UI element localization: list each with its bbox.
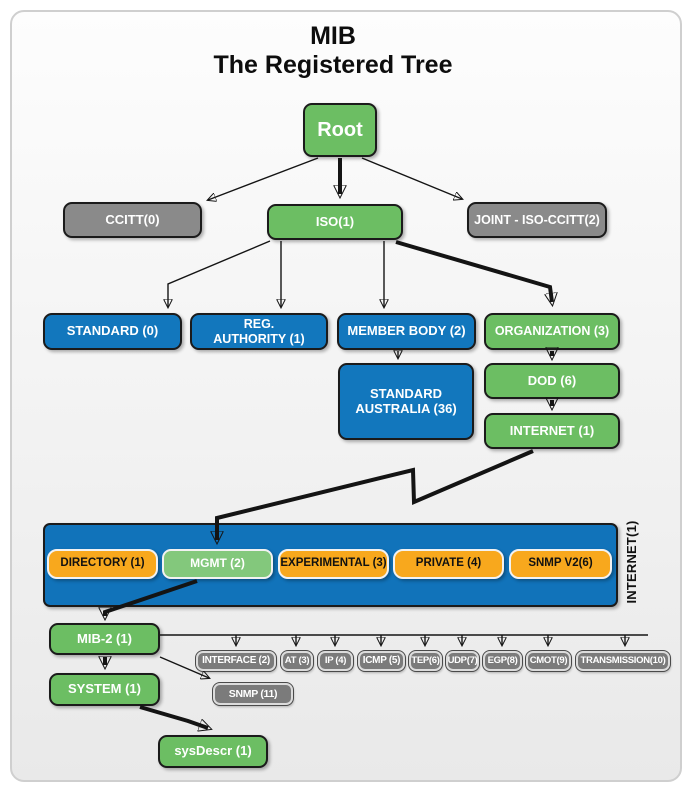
node-snmp: SNMP (11) [213, 683, 293, 705]
diagram-title: MIB The Registered Tree [0, 22, 666, 80]
node-standard: STANDARD (0) [43, 313, 182, 350]
internet-container-label: INTERNET(1) [624, 520, 639, 604]
node-mgmt: MGMT (2) [162, 549, 273, 579]
node-interface: INTERFACE (2) [196, 651, 276, 671]
node-reg-authority: REG. AUTHORITY (1) [190, 313, 328, 350]
node-root: Root [303, 103, 377, 157]
title-line-2: The Registered Tree [213, 51, 453, 79]
node-at: AT (3) [281, 651, 313, 671]
node-sysdescr: sysDescr (1) [158, 735, 268, 768]
node-mib2: MIB-2 (1) [49, 623, 160, 655]
node-experimental: EXPERIMENTAL (3) [278, 549, 389, 579]
node-dod: DOD (6) [484, 363, 620, 399]
node-udp: UDP(7) [446, 651, 479, 671]
node-directory: DIRECTORY (1) [47, 549, 158, 579]
node-iso: ISO(1) [267, 204, 403, 240]
node-cmot: CMOT(9) [526, 651, 571, 671]
title-line-1: MIB [310, 22, 356, 50]
node-tep: TEP(6) [409, 651, 442, 671]
node-ip: IP (4) [318, 651, 353, 671]
node-snmp-v2: SNMP V2(6) [509, 549, 612, 579]
node-transmission: TRANSMISSION(10) [576, 651, 670, 671]
node-system: SYSTEM (1) [49, 673, 160, 706]
node-egp: EGP(8) [483, 651, 522, 671]
node-internet: INTERNET (1) [484, 413, 620, 449]
node-standard-australia: STANDARD AUSTRALIA (36) [338, 363, 474, 440]
node-private: PRIVATE (4) [393, 549, 504, 579]
node-organization: ORGANIZATION (3) [484, 313, 620, 350]
node-ccitt: CCITT(0) [63, 202, 202, 238]
node-joint-iso-ccitt: JOINT - ISO-CCITT(2) [467, 202, 607, 238]
node-icmp: ICMP (5) [358, 651, 405, 671]
node-member-body: MEMBER BODY (2) [337, 313, 476, 350]
